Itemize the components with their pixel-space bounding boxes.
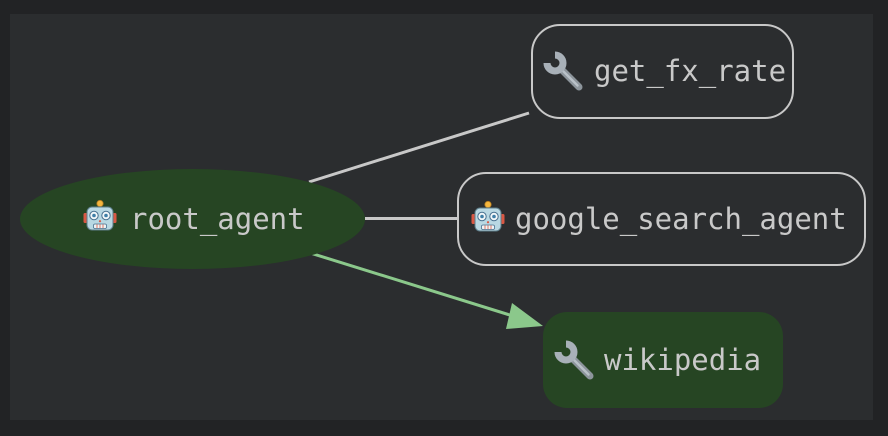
node-get-fx-rate[interactable]: get_fx_rate [531,24,794,119]
node-root-agent-shape[interactable] [20,169,365,269]
node-wikipedia[interactable]: wikipedia [543,312,783,408]
node-get-fx-rate-shape[interactable] [531,24,794,119]
robot-icon [83,199,117,231]
node-google-search-agent-shape[interactable] [457,172,866,266]
node-wikipedia-label: wikipedia [604,343,761,377]
node-root-agent-label: root_agent [130,202,305,237]
node-google-search-agent[interactable]: google_search_agent [457,172,866,266]
edge-root-to-get-fx-rate [308,111,530,184]
arrowhead [506,303,543,329]
wrench-icon [554,340,594,380]
edge-root-to-wikipedia [306,250,543,329]
node-get-fx-rate-label: get_fx_rate [594,54,786,89]
node-root-agent[interactable]: root_agent [20,169,365,269]
wrench-icon [543,51,583,91]
robot-icon [471,200,505,232]
node-wikipedia-shape[interactable] [543,312,783,408]
node-google-search-agent-label: google_search_agent [515,202,847,237]
